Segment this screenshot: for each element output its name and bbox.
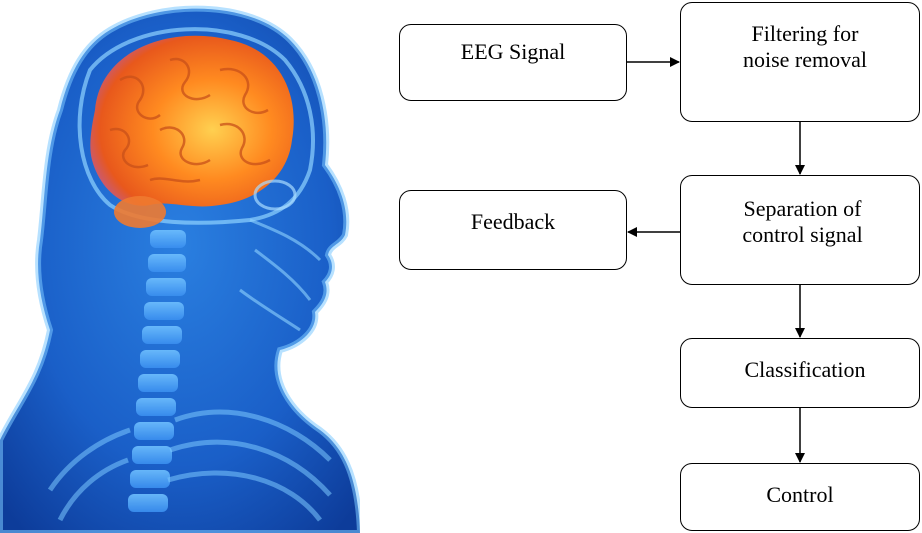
separation-label-line1: Separation of bbox=[686, 196, 919, 222]
filtering-label-line2: noise removal bbox=[691, 47, 919, 73]
brain-anatomy-illustration bbox=[0, 0, 360, 533]
control-label: Control bbox=[681, 482, 919, 508]
feedback-box: Feedback bbox=[399, 190, 627, 270]
eeg-signal-label: EEG Signal bbox=[400, 39, 626, 65]
filtering-box: Filtering for noise removal bbox=[680, 2, 920, 122]
classification-label: Classification bbox=[691, 357, 919, 383]
filtering-label-line1: Filtering for bbox=[691, 21, 919, 47]
eeg-signal-box: EEG Signal bbox=[399, 24, 627, 101]
separation-box: Separation of control signal bbox=[680, 175, 920, 285]
feedback-label: Feedback bbox=[400, 209, 626, 235]
filtering-label: Filtering for noise removal bbox=[691, 21, 919, 73]
classification-box: Classification bbox=[680, 338, 920, 408]
separation-label-line2: control signal bbox=[686, 222, 919, 248]
separation-label: Separation of control signal bbox=[686, 196, 919, 248]
control-box: Control bbox=[680, 463, 920, 531]
